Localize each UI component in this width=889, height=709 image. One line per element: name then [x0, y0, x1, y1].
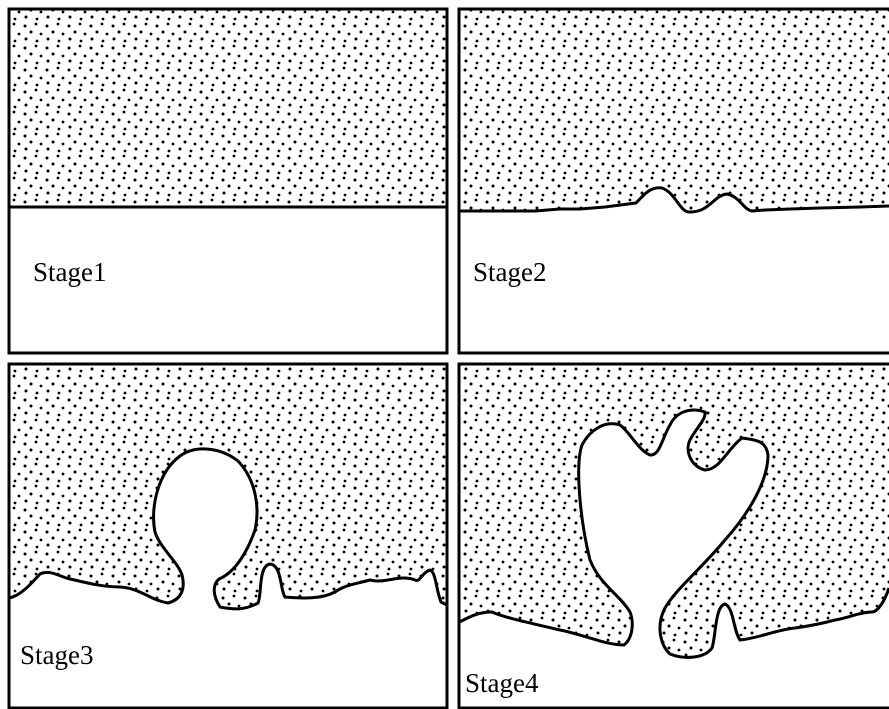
panel-stage3: Stage3: [9, 364, 447, 708]
panel-stage3-label: Stage3: [20, 640, 94, 670]
panel-stage1-label: Stage1: [33, 257, 107, 287]
panel-stage4: Stage4: [459, 364, 889, 708]
panel-stage2-dotted-region: [459, 9, 889, 212]
panel-stage2-label: Stage2: [473, 257, 547, 287]
panel-stage4-label: Stage4: [465, 668, 539, 698]
panel-stage2: Stage2: [459, 9, 889, 353]
panel-stage1-dotted-region: [9, 9, 447, 207]
panel-stage1: Stage1: [9, 9, 447, 353]
